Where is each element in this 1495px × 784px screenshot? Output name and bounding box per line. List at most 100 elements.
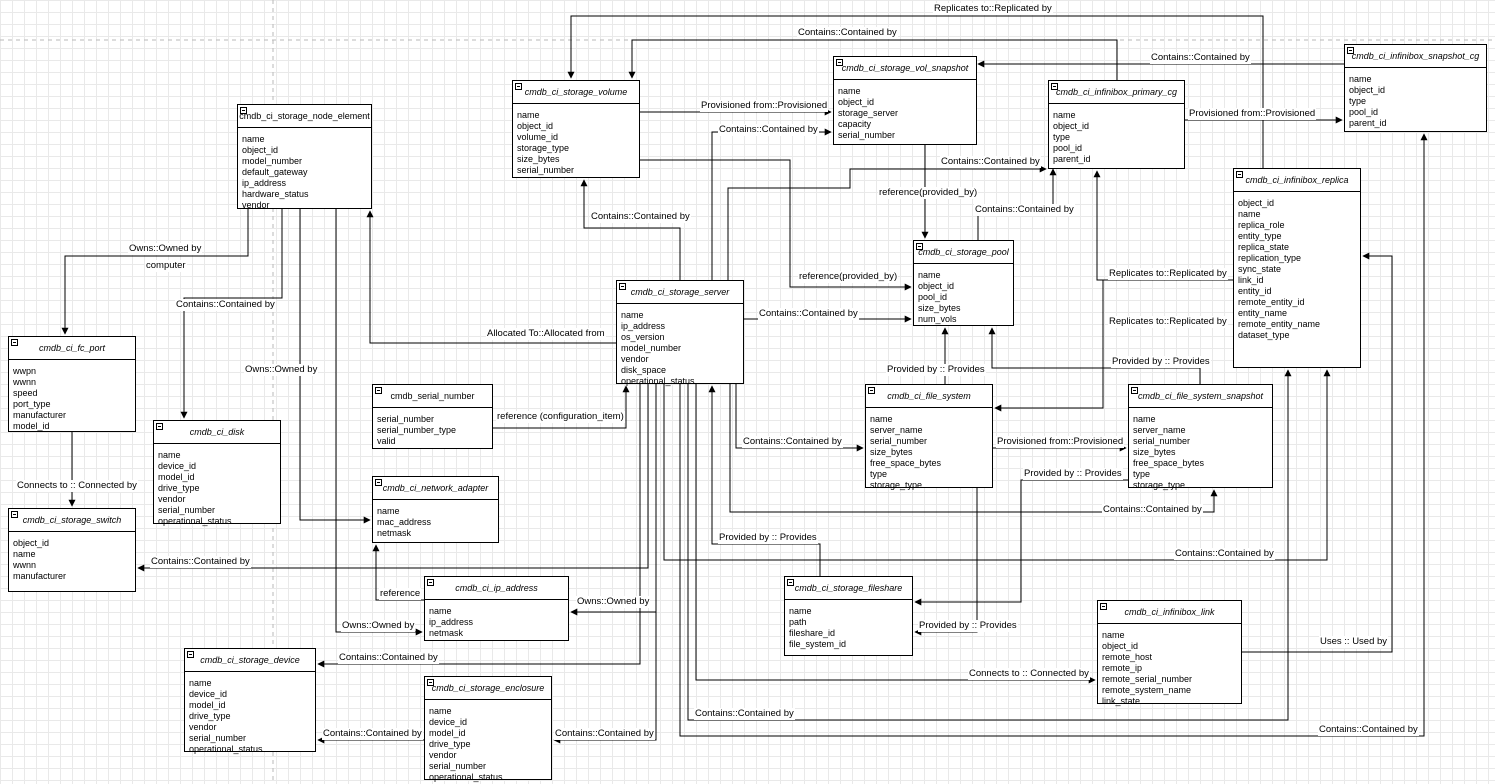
relationship-edge[interactable]	[679, 133, 1428, 737]
relationship-edge[interactable]	[366, 210, 616, 344]
collapse-icon[interactable]	[1051, 83, 1058, 90]
relationship-edge[interactable]	[61, 209, 249, 335]
relationship-edge[interactable]	[567, 15, 1264, 168]
attribute: name	[1133, 414, 1156, 424]
relationship-edge[interactable]	[1093, 170, 1233, 281]
relationship-edge[interactable]	[493, 385, 630, 429]
entity-name: cmdb_ci_storage_vol_snapshot	[841, 63, 969, 73]
collapse-icon[interactable]	[427, 579, 434, 586]
entity-name: cmdb_ci_infinibox_primary_cg	[1055, 87, 1178, 97]
attribute: replica_role	[1238, 220, 1285, 230]
attribute: port_type	[13, 399, 51, 409]
entity-title: cmdb_ci_file_system_snapshot	[1129, 385, 1272, 408]
attribute: storage_type	[870, 480, 923, 490]
relationship-edge[interactable]	[335, 209, 423, 636]
collapse-icon[interactable]	[375, 387, 382, 394]
attribute: model_number	[621, 343, 682, 353]
relationship-edge[interactable]	[988, 327, 1201, 384]
collapse-icon[interactable]	[916, 243, 923, 250]
relationship-label: computer	[145, 260, 187, 272]
collapse-icon[interactable]	[787, 579, 794, 586]
attribute: object_id	[918, 281, 955, 291]
relationship-edge[interactable]	[580, 179, 681, 280]
relationship-label: Provided by :: Provides	[918, 620, 1018, 632]
collapse-icon[interactable]	[11, 339, 18, 346]
collapse-icon[interactable]	[11, 511, 18, 518]
attribute: vendor	[158, 494, 186, 504]
relationship-edge[interactable]	[299, 209, 371, 524]
relationship-edge[interactable]	[1242, 252, 1393, 653]
attribute: object_id	[13, 538, 50, 548]
relationship-edge[interactable]	[914, 479, 1128, 606]
attribute: vendor	[429, 750, 457, 760]
relationship-edge[interactable]	[729, 384, 1218, 513]
collapse-icon[interactable]	[619, 283, 626, 290]
relationship-edge[interactable]	[687, 369, 1292, 721]
collapse-icon[interactable]	[1100, 603, 1107, 610]
entity-name: cmdb_ci_storage_switch	[22, 515, 122, 525]
relationship-edge[interactable]	[372, 544, 424, 601]
relationship-edge[interactable]	[994, 280, 1104, 412]
attribute: vendor	[242, 200, 270, 210]
collapse-icon[interactable]	[156, 423, 163, 430]
entity-name: cmdb_ci_file_system_snapshot	[1137, 391, 1264, 401]
collapse-icon[interactable]	[375, 479, 382, 486]
attribute: valid	[377, 436, 396, 446]
attribute: name	[429, 606, 452, 616]
collapse-icon[interactable]	[240, 107, 247, 114]
relationship-label: Provided by :: Provides	[1023, 468, 1123, 480]
attribute: model_id	[13, 421, 50, 431]
entity-name: cmdb_ci_fc_port	[38, 343, 106, 353]
relationship-label: Contains::Contained by	[758, 308, 859, 320]
relationship-edge[interactable]	[735, 384, 864, 452]
attribute: name	[621, 310, 644, 320]
collapse-icon[interactable]	[1236, 171, 1243, 178]
relationship-edge[interactable]	[553, 384, 657, 744]
relationship-edge[interactable]	[914, 488, 978, 636]
collapse-icon[interactable]	[427, 679, 434, 686]
relationship-edge[interactable]	[640, 159, 912, 291]
collapse-icon[interactable]	[1347, 47, 1354, 54]
relationship-edge[interactable]	[180, 209, 283, 419]
relationship-edge[interactable]	[137, 384, 649, 572]
collapse-icon[interactable]	[1131, 387, 1138, 394]
attribute: drive_type	[429, 739, 471, 749]
attribute: object_id	[838, 97, 875, 107]
collapse-icon[interactable]	[187, 651, 194, 658]
relationship-edge[interactable]	[727, 165, 1047, 280]
relationship-edge[interactable]	[708, 385, 821, 576]
relationship-edge[interactable]	[663, 369, 1331, 561]
relationship-edge[interactable]	[628, 39, 1118, 80]
attribute: ip_address	[242, 178, 287, 188]
relationship-edge[interactable]	[695, 384, 1096, 684]
collapse-icon[interactable]	[836, 59, 843, 66]
collapse-icon[interactable]	[515, 83, 522, 90]
collapse-icon[interactable]	[868, 387, 875, 394]
relationship-edge[interactable]	[711, 128, 832, 280]
attribute: model_id	[158, 472, 195, 482]
relationship-edge[interactable]	[317, 384, 641, 668]
